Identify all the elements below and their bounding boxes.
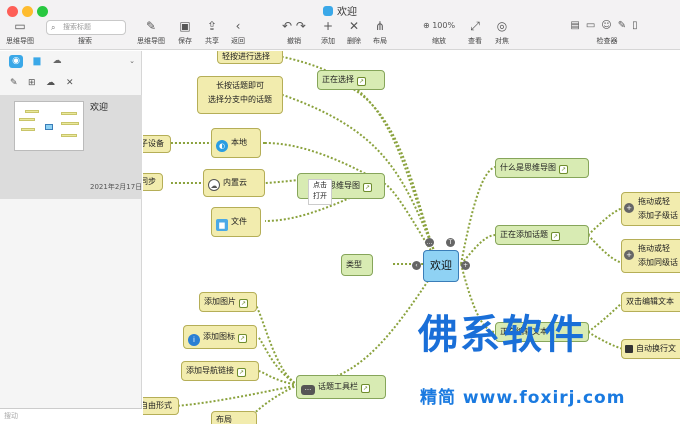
link-icon: ↗ [559, 165, 568, 174]
zoom-window-button[interactable] [37, 6, 48, 17]
link-icon: ↗ [361, 384, 370, 393]
new-map-button[interactable]: ✎思维导图 [134, 18, 168, 46]
undo-icon: ↶ ↷ [282, 19, 306, 33]
search-label: 搜索 [78, 37, 92, 45]
connector-lines [152, 56, 624, 424]
delete-document-icon[interactable]: ✕ [66, 78, 74, 88]
inspector-icon: ▤▭☺✎▯ [570, 20, 644, 31]
node-icloud[interactable]: ☁内置云 [203, 169, 265, 197]
zoom-control[interactable]: ⊕ 100%缩放 [418, 18, 460, 46]
node-adding[interactable]: 正在添加话题↗ [495, 225, 589, 245]
node-free-form[interactable]: 自由形式 [143, 397, 179, 415]
info-icon: i [188, 334, 200, 346]
focus-button[interactable]: ◎对焦 [489, 18, 515, 46]
add-child-icon[interactable]: + [461, 261, 470, 270]
node-drag-child[interactable]: +拖动或轻 添加子级话 [621, 192, 680, 226]
sidebar-toggle-button[interactable]: ▭思维导图 [6, 19, 34, 45]
link-icon: ↗ [357, 77, 366, 86]
node-files[interactable]: ▆文件 [211, 207, 261, 237]
delete-button[interactable]: ✕删除 [342, 18, 366, 46]
node-type[interactable]: 类型 [341, 254, 373, 276]
node-sync[interactable]: 同步 [143, 173, 163, 191]
topic-menu-icon[interactable]: … [425, 238, 434, 247]
back-button[interactable]: ‹返回 [225, 18, 251, 46]
upload-icon[interactable]: ☁ [46, 78, 55, 88]
sidebar-menu-chevron-icon[interactable]: ⌄ [129, 57, 135, 65]
node-selecting[interactable]: 正在选择↗ [317, 70, 385, 90]
sidebar-search-input[interactable]: 搜动 [0, 408, 142, 424]
back-icon: ‹ [235, 19, 241, 33]
document-list-item[interactable]: 欢迎 2021年2月17日 [0, 95, 142, 199]
folder-tab-icon[interactable]: ▆ [33, 56, 41, 66]
local-icon: ◐ [216, 140, 228, 152]
cloud-icon: ☁ [208, 179, 220, 191]
layout-button[interactable]: ⋔布局 [368, 18, 392, 46]
inspector-group[interactable]: ▤▭☺✎▯检查器 [552, 18, 662, 46]
link-icon: ↗ [238, 334, 247, 343]
link-icon: ↗ [551, 232, 560, 241]
close-window-button[interactable] [7, 6, 18, 17]
add-icon: + [322, 19, 334, 33]
document-date: 2021年2月17日 [90, 183, 143, 191]
node-add-link[interactable]: 添加导航链接↗ [181, 361, 259, 381]
toolbar: 欢迎 ▭思维导图 ⌕搜索标题 搜索 ✎思维导图 ▣保存 ⇪共享 ‹返回 ↶ ↷撤… [0, 0, 680, 50]
link-icon: ↗ [237, 368, 246, 377]
new-map-icon: ✎ [145, 19, 157, 33]
open-popup[interactable]: 点击打开 [308, 179, 332, 205]
save-icon: ▣ [179, 19, 191, 33]
share-button[interactable]: ⇪共享 [199, 18, 225, 46]
delete-icon: ✕ [348, 19, 360, 33]
undo-button[interactable]: ↶ ↷撤销 [282, 19, 306, 45]
toolbar-icon: ··· [301, 385, 315, 395]
node-toolbar-topic[interactable]: ···话题工具栏↗ [296, 375, 386, 399]
node-editing[interactable]: 正在编辑文本 [495, 322, 589, 342]
save-button[interactable]: ▣保存 [172, 18, 198, 46]
new-folder-icon[interactable]: ⊞ [28, 78, 36, 88]
sidebar: ◉ ▆ ☁ ⌄ ✎ ⊞ ☁ ✕ 欢迎 2021年2月17日 搜动 [0, 51, 142, 424]
layout-icon: ⋔ [374, 19, 386, 33]
view-button[interactable]: ⤢查看 [462, 18, 488, 46]
node-add-image[interactable]: 添加图片↗ [199, 292, 257, 312]
node-auto-wrap[interactable]: 自动换行文 [621, 339, 680, 359]
node-layout[interactable]: 布局 [211, 411, 257, 424]
collapse-left-icon[interactable]: ‹ [412, 261, 421, 270]
share-icon: ⇪ [206, 19, 218, 33]
add-child-icon: + [624, 203, 634, 213]
fullscreen-icon: ⤢ [470, 19, 480, 33]
new-document-icon[interactable]: ✎ [10, 78, 18, 88]
cloud-tab-icon[interactable]: ☁ [52, 56, 62, 66]
watermark-logo: 佛系软件 [418, 312, 586, 358]
zoom-icon: ⊕ 100% [422, 21, 456, 30]
window-title: 欢迎 [0, 3, 680, 18]
watermark-url: 精简 www.foxirj.com [420, 388, 626, 408]
folder-icon: ▆ [216, 219, 228, 231]
node-double-click[interactable]: 双击编辑文本 [621, 292, 680, 312]
link-icon: ↗ [363, 183, 372, 192]
node-tap-select[interactable]: 轻按进行选择 [217, 51, 283, 64]
link-icon: ↗ [239, 299, 248, 308]
node-drag-sibling[interactable]: +拖动或轻 添加同级话 [621, 239, 680, 273]
central-topic[interactable]: 欢迎 [423, 250, 459, 282]
sidebar-icon: ▭ [14, 19, 26, 33]
wrap-icon [625, 345, 633, 353]
search-icon: ⌕ [51, 23, 56, 32]
mind-map-canvas[interactable]: 轻按进行选择 长按话题即可 选择分支中的话题 正在选择↗ 子设备 ◐本地 同步 … [143, 51, 680, 424]
focus-icon: ◎ [496, 19, 508, 33]
minimize-window-button[interactable] [22, 6, 33, 17]
document-icon [323, 6, 333, 16]
document-thumbnail [14, 101, 84, 151]
add-button[interactable]: +添加 [316, 18, 340, 46]
search-input[interactable]: ⌕搜索标题 [46, 20, 126, 35]
node-local[interactable]: ◐本地 [211, 128, 261, 158]
node-long-press[interactable]: 长按话题即可 选择分支中的话题 [197, 76, 283, 114]
document-name: 欢迎 [90, 103, 109, 113]
topic-text-icon[interactable]: T [446, 238, 455, 247]
add-sibling-icon: + [624, 250, 634, 260]
node-what-is[interactable]: 什么是思维导图↗ [495, 158, 589, 178]
node-to-device[interactable]: 子设备 [143, 135, 171, 153]
maps-tab-icon[interactable]: ◉ [9, 55, 23, 68]
